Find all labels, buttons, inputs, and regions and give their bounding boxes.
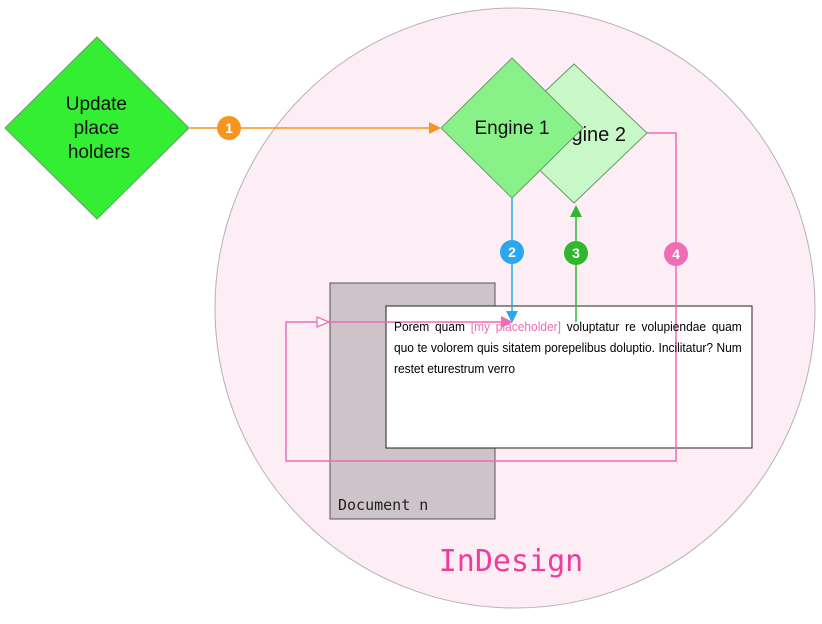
step-4-badge	[664, 242, 688, 266]
placeholder-token: [my placeholder]	[470, 319, 561, 334]
update-placeholders-diamond[interactable]	[4, 36, 190, 220]
step-2-badge	[500, 240, 524, 264]
document-label: Document n	[338, 496, 428, 514]
step-1-number: 1	[225, 120, 233, 136]
step-3-badge	[564, 241, 588, 265]
update-line-2: place	[74, 118, 119, 139]
text-frame	[385, 305, 753, 449]
indesign-label: InDesign	[439, 544, 584, 579]
update-line-3: holders	[68, 142, 130, 163]
step-1-badge	[217, 116, 241, 140]
text-frame-content: Porem quam [my placeholder] voluptatur r…	[394, 316, 742, 379]
arrow-4-loop	[285, 132, 677, 462]
step-3-number: 3	[572, 245, 580, 261]
step-4-number: 4	[672, 246, 680, 262]
step-2-number: 2	[508, 244, 516, 260]
engine-1-label: Engine 1	[474, 118, 549, 139]
update-line-1: Update	[66, 94, 127, 115]
update-placeholders-label: Update place holders	[66, 94, 133, 163]
text-after: voluptatur re volupiendae quam quo te vo…	[394, 319, 742, 376]
text-before: Porem quam	[394, 319, 471, 334]
